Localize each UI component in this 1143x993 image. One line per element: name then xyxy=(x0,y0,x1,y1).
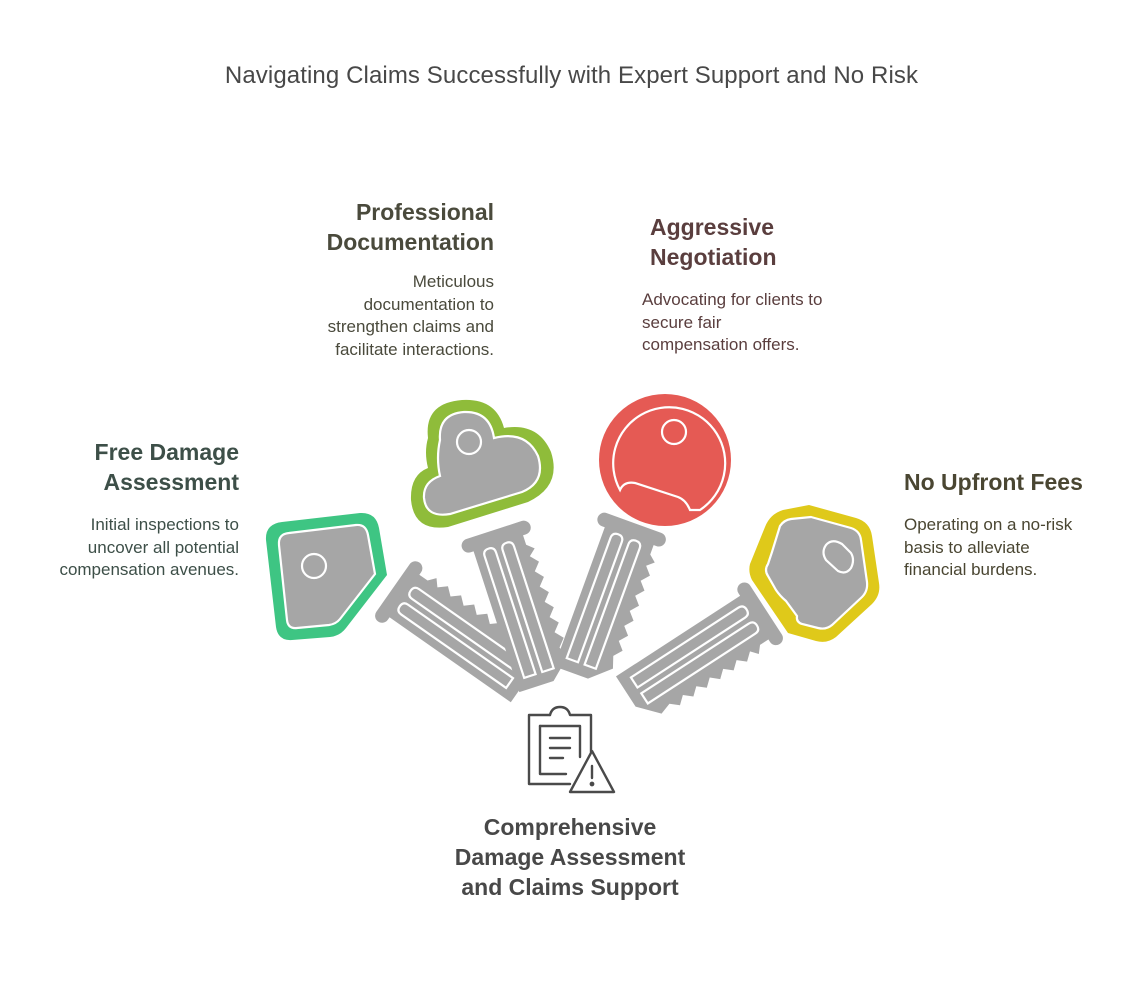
desc-line: documentation to xyxy=(363,294,494,314)
key-professional-documentation xyxy=(410,399,580,697)
item-desc-free-damage-assessment: Initial inspections to uncover all poten… xyxy=(20,514,239,582)
desc-line: compensation offers. xyxy=(642,335,800,354)
desc-line: compensation avenues. xyxy=(59,560,239,579)
desc-line: uncover all potential xyxy=(87,537,239,557)
heading-line: Free Damage xyxy=(94,439,239,465)
heading-line: Aggressive xyxy=(650,214,775,240)
center-label: Comprehensive Damage Assessment and Clai… xyxy=(454,814,686,900)
desc-line: basis to alleviate xyxy=(904,537,1030,557)
desc-line: secure fair xyxy=(642,312,722,332)
key-no-upfront-fees xyxy=(609,505,880,730)
item-desc-aggressive-negotiation: Advocating for clients to secure fair co… xyxy=(642,289,872,357)
key-head-red xyxy=(599,394,731,526)
item-heading-aggressive-negotiation: Aggressive Negotiation xyxy=(650,212,870,272)
heading-line: Assessment xyxy=(103,469,239,495)
desc-line: Initial inspections to xyxy=(90,515,239,534)
heading-line: Documentation xyxy=(326,229,494,255)
clipboard-warning-icon xyxy=(527,705,616,794)
desc-line: facilitate interactions. xyxy=(335,339,494,359)
key-aggressive-negotiation xyxy=(543,394,731,689)
item-desc-professional-documentation: Meticulous documentation to strengthen c… xyxy=(280,271,494,361)
desc-line: Operating on a no-risk xyxy=(904,515,1073,534)
item-desc-no-upfront-fees: Operating on a no-risk basis to alleviat… xyxy=(904,514,1134,582)
item-heading-professional-documentation: Professional Documentation xyxy=(280,197,494,257)
key-free-damage-assessment xyxy=(265,512,548,712)
item-heading-no-upfront-fees: No Upfront Fees xyxy=(904,467,1134,497)
heading-line: No Upfront Fees xyxy=(904,469,1083,495)
diagram-title: Navigating Claims Successfully with Expe… xyxy=(224,62,919,89)
desc-line: Advocating for clients to xyxy=(642,290,823,309)
desc-line: Meticulous xyxy=(412,272,494,291)
desc-line: strengthen claims and xyxy=(327,317,494,336)
item-heading-free-damage-assessment: Free Damage Assessment xyxy=(40,437,239,497)
desc-line: financial burdens. xyxy=(904,560,1038,579)
heading-line: Professional xyxy=(355,199,494,225)
heading-line: Negotiation xyxy=(650,244,777,270)
